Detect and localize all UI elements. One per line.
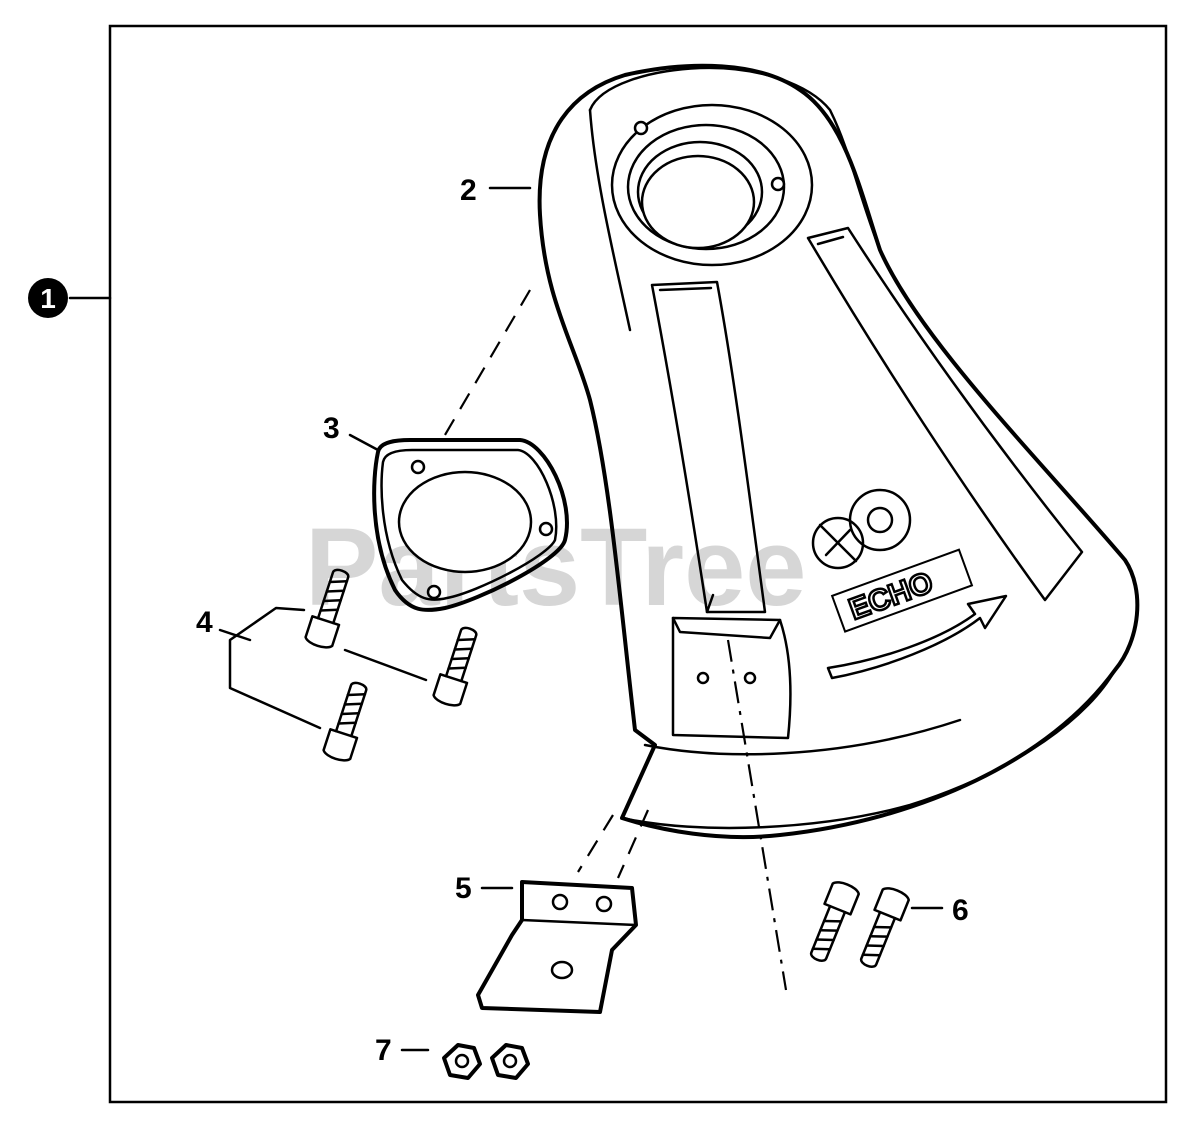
bracket-part[interactable] bbox=[476, 880, 638, 1014]
guard-part[interactable]: ECHO bbox=[537, 63, 1140, 840]
bolt[interactable] bbox=[322, 679, 373, 763]
gasket-part[interactable] bbox=[372, 438, 569, 612]
callout-7-label[interactable]: 7 bbox=[375, 1034, 392, 1067]
callout-1-badge bbox=[28, 278, 68, 318]
nut[interactable] bbox=[490, 1043, 530, 1080]
callout-6-label[interactable]: 6 bbox=[952, 894, 969, 927]
arrow-icon bbox=[826, 594, 1008, 680]
gear-icon bbox=[848, 488, 912, 552]
bolt[interactable] bbox=[432, 624, 483, 708]
callout-3-label[interactable]: 3 bbox=[323, 412, 340, 445]
callout-1[interactable]: 1 bbox=[28, 278, 68, 318]
bolt[interactable] bbox=[804, 879, 860, 965]
bolt-set-6[interactable] bbox=[804, 879, 910, 971]
callout-2-label[interactable]: 2 bbox=[460, 174, 477, 207]
leader-lines bbox=[68, 186, 944, 1052]
bolt[interactable] bbox=[304, 566, 355, 650]
spark-arrester-icon bbox=[811, 516, 865, 570]
nut[interactable] bbox=[442, 1043, 482, 1080]
callout-1-label: 1 bbox=[40, 283, 56, 314]
bolt[interactable] bbox=[854, 885, 910, 971]
assembly-lines bbox=[228, 289, 788, 991]
callout-5-label[interactable]: 5 bbox=[455, 872, 472, 905]
bolt-set-4[interactable] bbox=[304, 566, 483, 763]
callout-4-label[interactable]: 4 bbox=[196, 606, 213, 639]
nut-set-7[interactable] bbox=[442, 1043, 530, 1080]
diagram-frame bbox=[108, 24, 1168, 1104]
